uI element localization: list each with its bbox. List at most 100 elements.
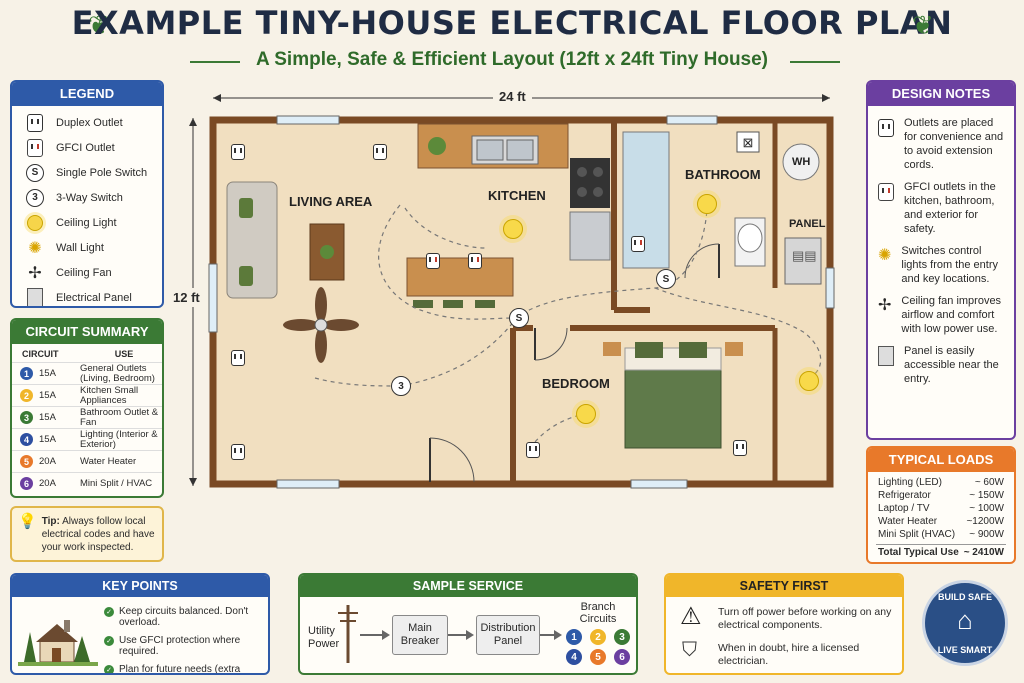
single-pole-switch-icon: S (24, 163, 46, 183)
safety-item-1: Turn off power before working on any ele… (718, 606, 892, 631)
circuit-number-badge: 6 (20, 477, 33, 490)
subtitle-rule-left (190, 61, 240, 63)
outlet-living-top (231, 144, 245, 160)
house-icon: ⌂ (957, 605, 973, 635)
leaf-icon-right: ❦ (912, 10, 934, 40)
badge-bottom-text: LIVE SMART (937, 645, 993, 655)
plan-width-label: 24 ft (493, 89, 532, 104)
outlet-living-bottom (231, 444, 245, 460)
load-row: Water Heater~1200W (878, 516, 1004, 527)
circuit-amps: 15A (39, 412, 56, 423)
distribution-panel-box: Distribution Panel (476, 615, 540, 655)
key-point-1: ✓Keep circuits balanced. Don't overload. (104, 606, 268, 628)
key-point-3: ✓Plan for future needs (extra outlets, c… (104, 664, 268, 673)
circuit-row: 5 20A Water Heater (12, 450, 162, 472)
safety-first-panel: SAFETY FIRST ⚠ Turn off power before wor… (664, 573, 904, 675)
branch-circuit-badge: 1 (566, 629, 582, 645)
circuit-use: Mini Split / HVAC (80, 477, 153, 489)
gfci-outlet-island-2 (468, 253, 482, 269)
electrical-panel-plan: ▤▤ (792, 248, 817, 263)
branch-circuit-badge: 3 (614, 629, 630, 645)
build-safe-badge: BUILD SAFE ⌂ LIVE SMART (922, 580, 1008, 666)
circuit-number-badge: 3 (20, 411, 33, 424)
load-row: Mini Split (HVAC)~ 900W (878, 529, 1004, 540)
typical-loads-title: TYPICAL LOADS (868, 448, 1014, 472)
circuit-use: Bathroom Outlet & Fan (80, 406, 159, 428)
legend-item-duplex: Duplex Outlet (12, 110, 162, 135)
circuit-number-badge: 5 (20, 455, 33, 468)
load-row: Refrigerator~ 150W (878, 490, 1004, 501)
switch-three-way: 3 (391, 376, 411, 396)
room-label-living: LIVING AREA (289, 194, 373, 209)
tip-panel: 💡 Tip: Always follow local electrical co… (10, 506, 164, 562)
safety-first-title: SAFETY FIRST (666, 575, 902, 597)
gfci-outlet-bathroom (631, 236, 645, 252)
switch-single-pole-bath: S (656, 269, 676, 289)
circuit-use: Kitchen Small Appliances (80, 384, 139, 406)
plan-height-label: 12 ft (173, 288, 200, 307)
floor-plan-svg (189, 94, 835, 489)
circuit-summary-title: CIRCUIT SUMMARY (12, 320, 162, 344)
electrical-panel-icon (24, 287, 46, 306)
lightbulb-icon: 💡 (18, 513, 37, 530)
page-subtitle: A Simple, Safe & Efficient Layout (12ft … (255, 49, 769, 70)
room-label-wh: WH (792, 156, 811, 168)
warning-icon: ⚠ (680, 603, 702, 630)
branch-circuit-badge: 4 (566, 649, 582, 665)
duplex-outlet-icon (24, 113, 46, 133)
cottage-icon (18, 620, 98, 666)
light-switch-icon: ✺ (878, 247, 892, 264)
ceiling-light-kitchen (503, 219, 523, 239)
legend-item-panel: Electrical Panel (12, 285, 162, 306)
tip-label: Tip: (41, 516, 60, 527)
circuit-number-badge: 2 (20, 389, 33, 402)
legend-title: LEGEND (12, 82, 162, 106)
note-fan: ✢Ceiling fan improves airflow and comfor… (878, 295, 1002, 335)
check-icon: ✓ (104, 665, 114, 673)
ceiling-fan-icon: ✢ (28, 264, 42, 282)
gfci-outlet-icon (878, 182, 894, 202)
circuit-row: 6 20A Mini Split / HVAC (12, 472, 162, 494)
shield-icon: ⛉ (682, 639, 697, 661)
exhaust-fan-icon: ⊠ (742, 135, 754, 150)
legend-item-gfci: GFCI Outlet (12, 135, 162, 160)
design-notes-title: DESIGN NOTES (868, 82, 1014, 106)
gfci-outlet-icon (24, 138, 46, 158)
design-notes-panel: DESIGN NOTES Outlets are placed for conv… (866, 80, 1016, 440)
circuit-row: 3 15A Bathroom Outlet & Fan (12, 406, 162, 428)
duplex-outlet-icon (878, 118, 894, 138)
note-gfci: GFCI outlets in the kitchen, bathroom, a… (868, 174, 1014, 238)
note-switches: ✺Switches control lights from the entry … (878, 245, 998, 285)
check-icon: ✓ (104, 636, 114, 646)
ceiling-fan-icon: ✢ (878, 297, 892, 314)
badge-top-text: BUILD SAFE (938, 592, 992, 602)
circuit-amps: 15A (39, 390, 56, 401)
legend-item-ceiling-light: Ceiling Light (12, 210, 162, 235)
circuit-amps: 20A (39, 456, 56, 467)
outlet-living-top-2 (373, 144, 387, 160)
check-icon: ✓ (104, 607, 114, 617)
room-label-kitchen: KITCHEN (488, 188, 546, 203)
typical-loads-panel: TYPICAL LOADS Lighting (LED)~ 60W Refrige… (866, 446, 1016, 564)
circuit-use: Water Heater (80, 455, 137, 467)
main-breaker-box: Main Breaker (392, 615, 448, 655)
circuit-amps: 20A (39, 478, 56, 489)
gfci-outlet-island-1 (426, 253, 440, 269)
switch-single-pole-kitchen: S (509, 308, 529, 328)
utility-power-label: Utility Power (308, 625, 340, 650)
key-point-2: ✓Use GFCI protection where required. (104, 635, 268, 657)
room-label-bathroom: BATHROOM (685, 167, 761, 182)
wall-light-exterior (799, 371, 819, 391)
ceiling-light-bedroom (576, 404, 596, 424)
circuit-amps: 15A (39, 434, 56, 445)
ceiling-light-icon (24, 213, 46, 233)
load-row: Lighting (LED)~ 60W (878, 477, 1004, 488)
load-total: Total Typical Use~ 2410W (878, 547, 1004, 558)
